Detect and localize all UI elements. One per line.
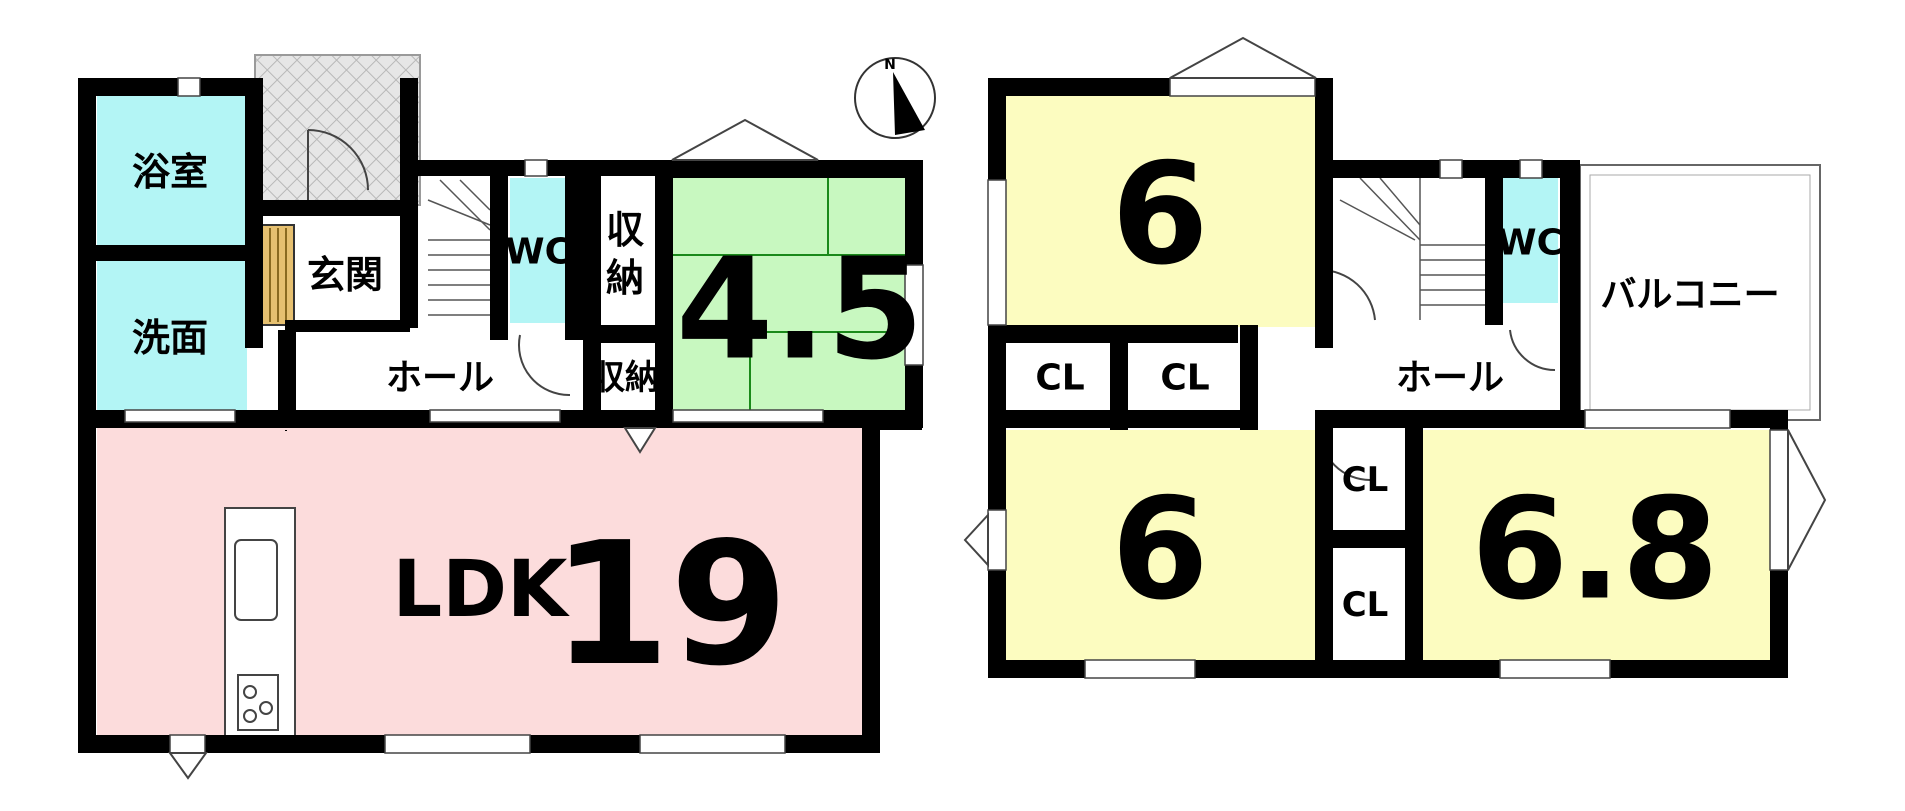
bedroom-right-size: 6.8 (1471, 469, 1719, 632)
hall-label-2: ホール (1396, 358, 1504, 399)
kitchen-stove (237, 674, 279, 731)
stairs-1 (427, 179, 491, 316)
bedroom-bottom-left (1005, 430, 1315, 662)
ldk-label: LDK (393, 545, 570, 635)
closet-label-1: CL (1035, 358, 1084, 399)
bedroom-right (1420, 430, 1770, 662)
floor-2 (963, 36, 1827, 679)
wc-room-1 (510, 178, 566, 323)
closet-label-2: CL (1160, 358, 1209, 399)
walls-1 (78, 78, 923, 753)
japanese-room (672, 178, 905, 410)
bedroom-bottom-left-size: 6 (1111, 469, 1208, 632)
bay-window-2 (1169, 36, 1317, 79)
bedroom-top-left (1005, 95, 1315, 327)
wc-label-1: WC (505, 232, 571, 273)
ldk-size: 19 (552, 506, 789, 704)
bath-label: 浴室 (132, 150, 208, 194)
closet-label-4: CL (1342, 585, 1389, 625)
hall-label-1: ホール (386, 358, 494, 399)
bath-room (97, 95, 245, 245)
floor-1 (78, 54, 924, 780)
bay-window-1 (671, 118, 819, 161)
compass-north-label: N (884, 57, 896, 73)
washroom (97, 260, 247, 410)
wc-label-2: WC (1497, 223, 1563, 264)
japanese-room-size: 4.5 (676, 229, 924, 392)
compass-needle-icon (893, 72, 925, 135)
storage-label-upper-2: 納 (606, 256, 644, 300)
stairs-2 (1339, 174, 1490, 320)
labels: 浴室 洗面 玄関 ホール WC 収 納 収納 4.5 LDK 19 6 6 6.… (132, 134, 1780, 705)
wc-room-2 (1500, 178, 1558, 303)
bedroom-top-left-size: 6 (1111, 134, 1208, 297)
washroom-label: 洗面 (132, 316, 208, 360)
entrance-porch (254, 54, 421, 206)
kitchen-sink (234, 539, 278, 621)
closet-label-3: CL (1342, 460, 1389, 500)
balcony (1579, 164, 1821, 421)
storage-label-lower: 収納 (591, 358, 659, 398)
compass: N (854, 57, 936, 139)
storage-label-upper-1: 収 (606, 208, 644, 252)
tatami-lines (672, 178, 905, 410)
balcony-label: バルコニー (1600, 275, 1779, 316)
entrance-label: 玄関 (307, 253, 383, 297)
